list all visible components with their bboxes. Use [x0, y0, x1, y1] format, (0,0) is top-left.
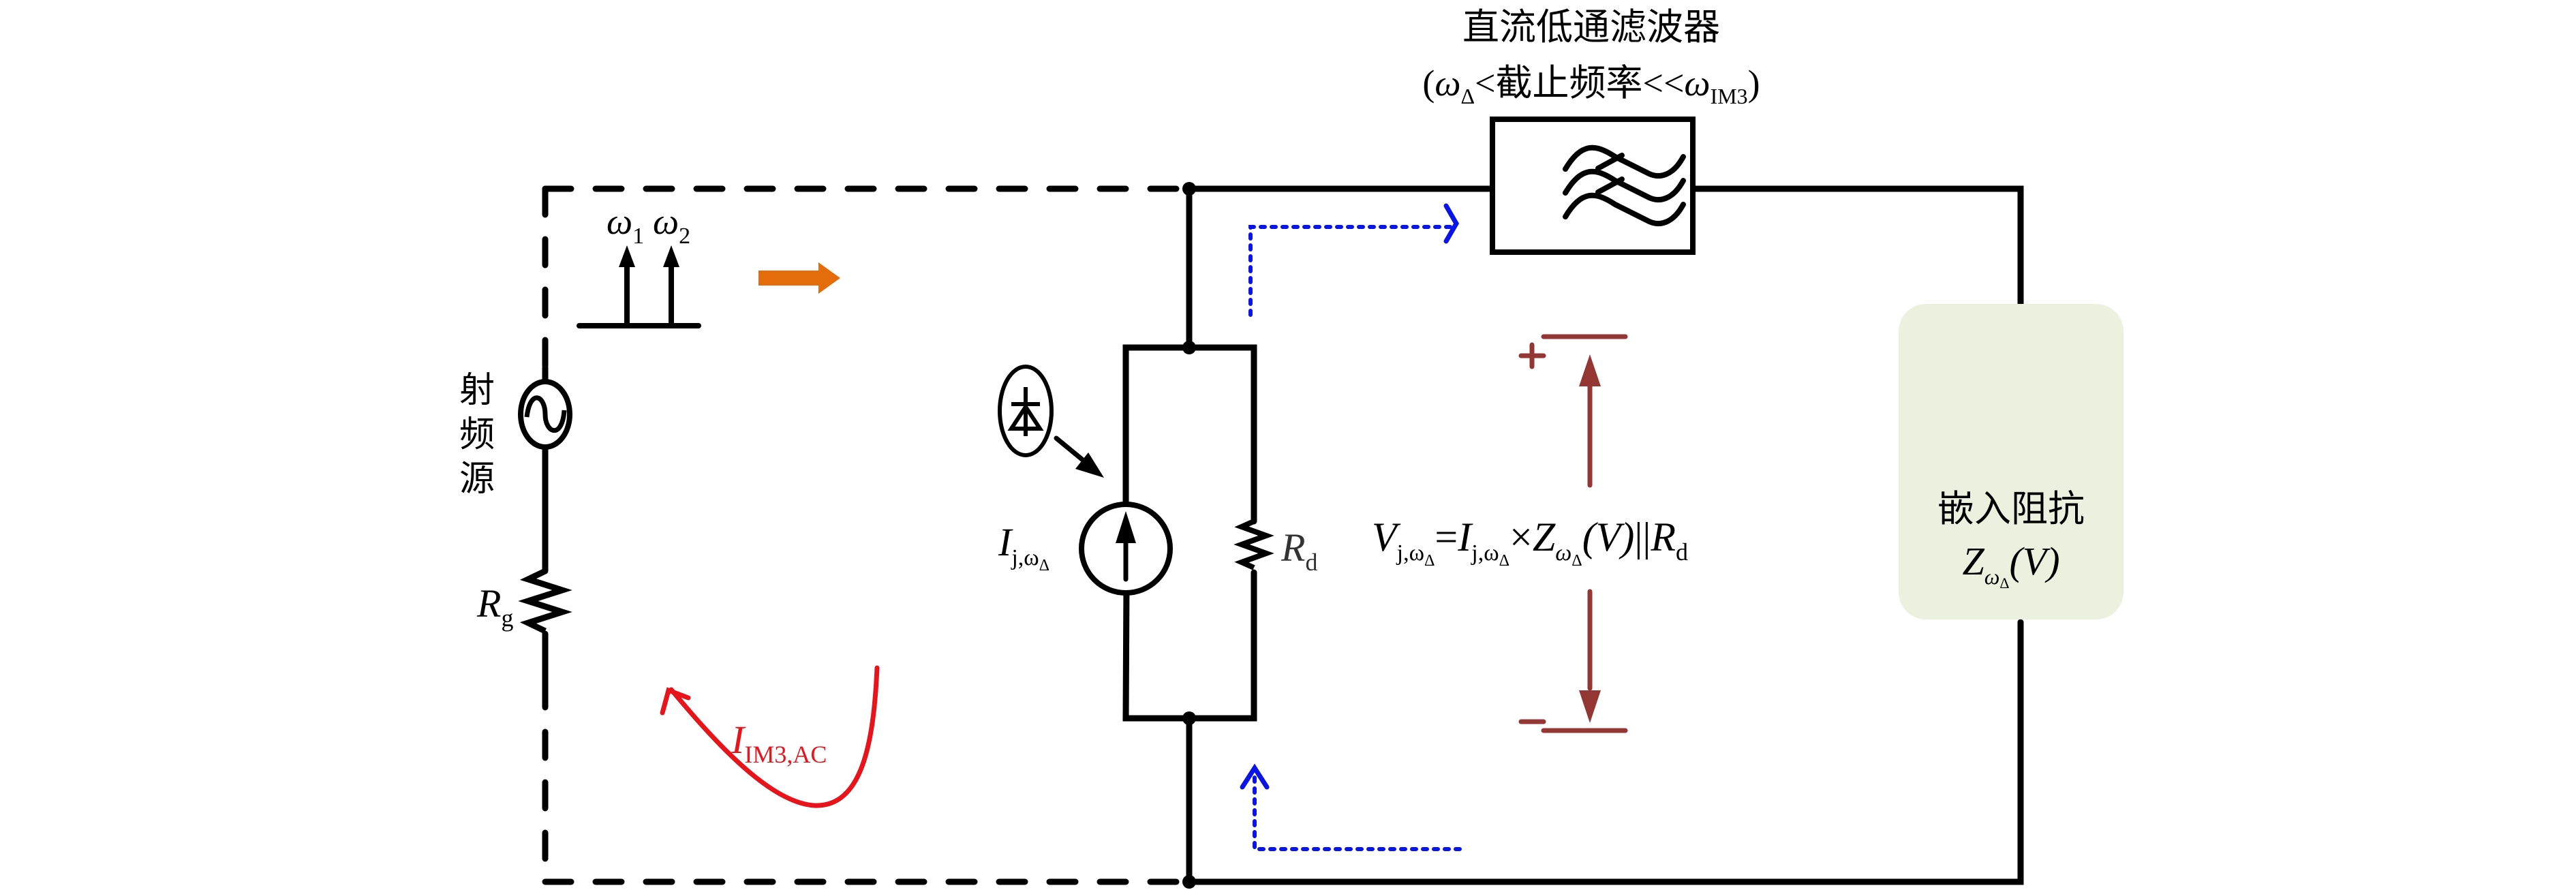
wire-inner-top	[1122, 344, 1257, 525]
formula-times: ×	[1509, 515, 1533, 559]
ij-subsub: Δ	[1039, 557, 1049, 574]
junction-dot-inner-top	[1182, 341, 1196, 354]
wires	[542, 185, 2024, 885]
lowpass-filter-box	[1490, 117, 1696, 255]
rf-source-label-1: 射	[459, 370, 495, 411]
formula-eq: =	[1435, 515, 1458, 559]
filter-condition: (ωΔ<截止频率<<ωIM3)	[1422, 61, 1760, 108]
wire-filter-to-right	[1689, 185, 2024, 307]
tone-2-sub: 2	[679, 224, 690, 249]
embedded-impedance-block-drawn	[1899, 304, 2123, 619]
cond-omega-im3: ω	[1684, 63, 1710, 104]
current-source-icon	[1079, 502, 1173, 596]
impedance-expression: ZωΔ(V)	[1962, 539, 2059, 592]
voltage-formula: Vj,ωΔ=Ij,ωΔ×ZωΔ(V)||Rd	[1372, 515, 1688, 570]
rf-source-label-3: 源	[459, 459, 495, 500]
im3-current-arc	[669, 665, 880, 808]
formula-v: V	[1372, 515, 1401, 559]
rf-source-label-2: 频	[459, 414, 495, 455]
junction-dot-top	[1182, 182, 1196, 196]
formula-arg: (V)	[1582, 515, 1635, 559]
formula-parallel: ||	[1634, 515, 1651, 559]
formula-i-subsub: Δ	[1499, 552, 1509, 570]
plus-sign-icon	[1518, 342, 1546, 369]
cond-open-paren: (	[1422, 63, 1435, 104]
im3-current-arrowhead-icon	[660, 687, 691, 716]
dc-path-upper-arrowhead-icon	[1443, 203, 1460, 244]
wire-inner-rd-lower	[1122, 569, 1257, 722]
tone-2-label: ω2	[653, 201, 690, 249]
tone-2-arrowhead	[663, 245, 679, 267]
voltage-indicator	[1518, 334, 1628, 733]
formula-r-sub: d	[1676, 538, 1688, 566]
impedance-title: 嵌入阻抗	[1937, 487, 2085, 530]
tone-1-label: ω1	[607, 201, 644, 249]
formula-i: I	[1457, 515, 1473, 559]
tone-1-sub: 1	[632, 224, 644, 249]
diode-pointer-arrowhead	[1075, 452, 1104, 478]
cond-im3-sub: IM3	[1711, 84, 1748, 108]
ij-symbol: I	[998, 520, 1013, 564]
im3-current-label: IIM3,AC	[731, 718, 827, 768]
formula-v-sub: j,ω	[1396, 540, 1424, 566]
cond-cutoff-text: 截止频率	[1496, 61, 1643, 104]
cond-lt-2: <<	[1643, 63, 1685, 104]
tone-2-symbol: ω	[653, 201, 679, 242]
impedance-z-sub: ω	[1984, 564, 2000, 589]
rd-sub: d	[1305, 549, 1317, 576]
cond-close-paren: )	[1748, 63, 1760, 104]
formula-z-sub: ω	[1555, 540, 1571, 566]
diode-icon	[998, 365, 1054, 457]
formula-z-subsub: Δ	[1571, 552, 1582, 570]
impedance-z-subsub: Δ	[1999, 574, 2009, 592]
dc-path-upper	[1248, 225, 1454, 317]
rg-subscript: g	[501, 604, 513, 632]
im3-sub: IM3,AC	[744, 741, 827, 768]
resistor-rd-icon	[1233, 519, 1274, 570]
formula-z: Z	[1533, 515, 1556, 559]
rf-source-icon	[518, 379, 572, 450]
formula-r: R	[1650, 515, 1676, 559]
filter-title: 直流低通滤波器	[1462, 5, 1720, 48]
cond-delta-sub: Δ	[1460, 84, 1475, 108]
junction-dots	[1182, 182, 1196, 889]
rd-symbol: R	[1281, 525, 1305, 570]
signal-direction-arrow-icon	[758, 262, 840, 294]
formula-v-subsub: Δ	[1424, 552, 1435, 570]
rg-symbol: R	[476, 581, 501, 626]
tone-1-arrowhead	[619, 245, 635, 267]
ij-sub: j,ω	[1011, 545, 1039, 570]
dc-path-lower-arrowhead-icon	[1240, 763, 1270, 790]
lowpass-filter-icon	[1563, 144, 1686, 226]
impedance-z: Z	[1962, 539, 1984, 583]
wire-right-lower	[1186, 619, 2024, 885]
junction-dot-bottom	[1182, 875, 1196, 889]
diode-pointer-line	[1054, 435, 1090, 466]
im3-symbol: I	[731, 718, 746, 762]
current-source-label: Ij,ωΔ	[998, 520, 1049, 574]
cond-omega-delta: ω	[1435, 63, 1460, 104]
resistor-rg-icon	[518, 568, 572, 634]
formula-i-sub: j,ω	[1471, 540, 1499, 566]
cond-lt-1: <	[1475, 63, 1495, 104]
voltage-up-arrowhead	[1579, 354, 1601, 386]
impedance-arg: (V)	[2009, 539, 2059, 583]
rd-label: Rd	[1281, 525, 1317, 576]
rg-label: Rg	[476, 581, 513, 632]
spectrum-icon	[577, 260, 701, 328]
tone-1-symbol: ω	[607, 201, 632, 242]
junction-dot-inner-bottom	[1182, 711, 1196, 725]
voltage-down-arrowhead	[1579, 690, 1601, 723]
dc-lower-path	[1253, 775, 1462, 851]
